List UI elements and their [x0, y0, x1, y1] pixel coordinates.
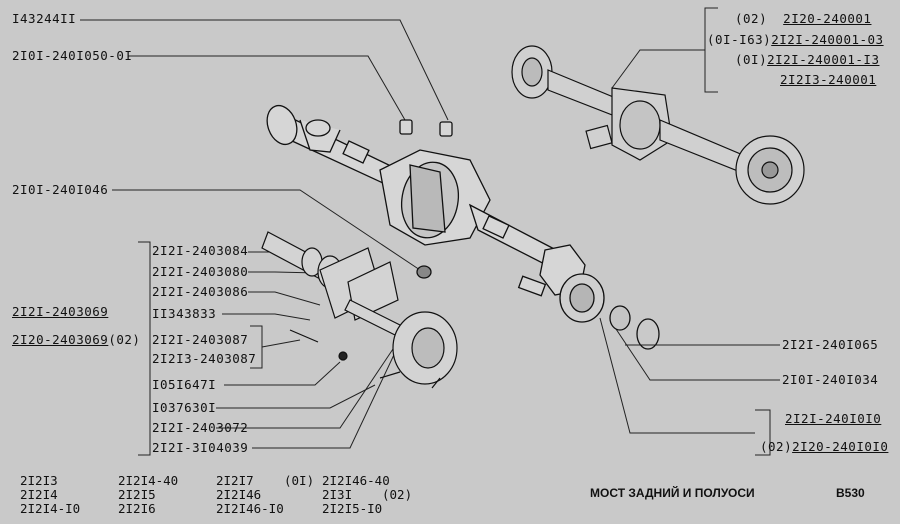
model-item: 2I2I46-I0 — [216, 501, 284, 516]
label-top-right-1-prefix: (02) — [735, 11, 768, 26]
label-2121-3104039: 2I2I-3I04039 — [152, 440, 249, 455]
model-item: 2I2I5 — [118, 487, 156, 502]
label-2120-2401010-code: 2I20-240I0I0 — [792, 439, 889, 454]
rear-axle-assembled-view — [511, 45, 805, 205]
models-col3: 2I2I7 2I2I46 2I2I46-I0 — [216, 474, 284, 516]
label-top-right-4: 2I2I3-240001 — [780, 72, 877, 87]
label-top-right-3: (0I)2I2I-240001-I3 — [735, 53, 879, 67]
axle-shaft-assembly — [261, 231, 458, 389]
label-2120-2403069-suffix: (02) — [108, 332, 141, 347]
model-item: 2I2I46-40 — [322, 473, 390, 488]
label-2120-2403069-code: 2I20-2403069 — [12, 332, 109, 347]
model-item: 2I2I46 — [216, 487, 262, 502]
label-2120-2403069: 2I20-2403069(02) — [12, 333, 140, 347]
label-top-right-1-code: 2I20-240001 — [783, 11, 872, 26]
label-1037630: I037630I — [152, 400, 217, 415]
model-item: 2I2I5-I0 — [322, 501, 383, 516]
label-2121-2403069: 2I2I-2403069 — [12, 304, 109, 319]
label-2121-2403080: 2I2I-2403080 — [152, 264, 249, 279]
axle-housing — [266, 104, 660, 350]
model-item: 2I2I4 — [20, 487, 58, 502]
label-top-right-1: (02) 2I20-240001 — [735, 12, 871, 26]
label-2121-2403072: 2I2I-2403072 — [152, 420, 249, 435]
label-2120-2401010-prefix: (02) — [760, 439, 793, 454]
model-item: 2I2I4-40 — [118, 473, 179, 488]
label-2101-2401034: 2I0I-240I034 — [782, 372, 879, 387]
model-item: 2I2I7 — [216, 473, 254, 488]
model-item: 2I2I6 — [118, 501, 156, 516]
label-2121-2401065: 2I2I-240I065 — [782, 337, 879, 352]
model-item: 2I2I4-I0 — [20, 501, 81, 516]
label-11343833: II343833 — [152, 306, 217, 321]
models-col1: 2I2I3 2I2I4 2I2I4-I0 — [20, 474, 80, 516]
model-item: 2I2I3 — [20, 473, 58, 488]
label-2121-2403084: 2I2I-2403084 — [152, 243, 249, 258]
label-2120-2401010: (02)2I20-240I0I0 — [760, 440, 888, 454]
label-top-right-2-prefix: (0I-I63) — [707, 32, 772, 47]
label-1051647: I05I647I — [152, 377, 217, 392]
page-code: B530 — [836, 486, 865, 500]
label-21213-2403087: 2I2I3-2403087 — [152, 351, 257, 366]
label-2101-2401050-01: 2I0I-240I050-0I — [12, 48, 133, 63]
models-col4: 2I2I46-40 2I3I 2I2I5-I0 — [322, 474, 390, 516]
label-i43244ii: I43244II — [12, 11, 77, 26]
label-2121-2401010: 2I2I-240I0I0 — [785, 411, 882, 426]
label-top-right-3-prefix: (0I) — [735, 52, 768, 67]
page-title: МОСТ ЗАДНИЙ И ПОЛУОСИ — [590, 486, 755, 500]
label-top-right-3-code: 2I2I-240001-I3 — [767, 52, 880, 67]
label-2121-2403086: 2I2I-2403086 — [152, 284, 249, 299]
models-col3-suffix: (0I) — [284, 473, 315, 488]
label-2101-2401046: 2I0I-240I046 — [12, 182, 109, 197]
label-2121-2403087: 2I2I-2403087 — [152, 332, 249, 347]
label-top-right-2: (0I-I63)2I2I-240001-03 — [707, 33, 884, 47]
models-col2: 2I2I4-40 2I2I5 2I2I6 — [118, 474, 178, 516]
label-top-right-2-code: 2I2I-240001-03 — [771, 32, 884, 47]
models-col4-suffix: (02) — [382, 487, 413, 502]
group-bracket — [138, 241, 151, 456]
model-item: 2I3I — [322, 487, 353, 502]
